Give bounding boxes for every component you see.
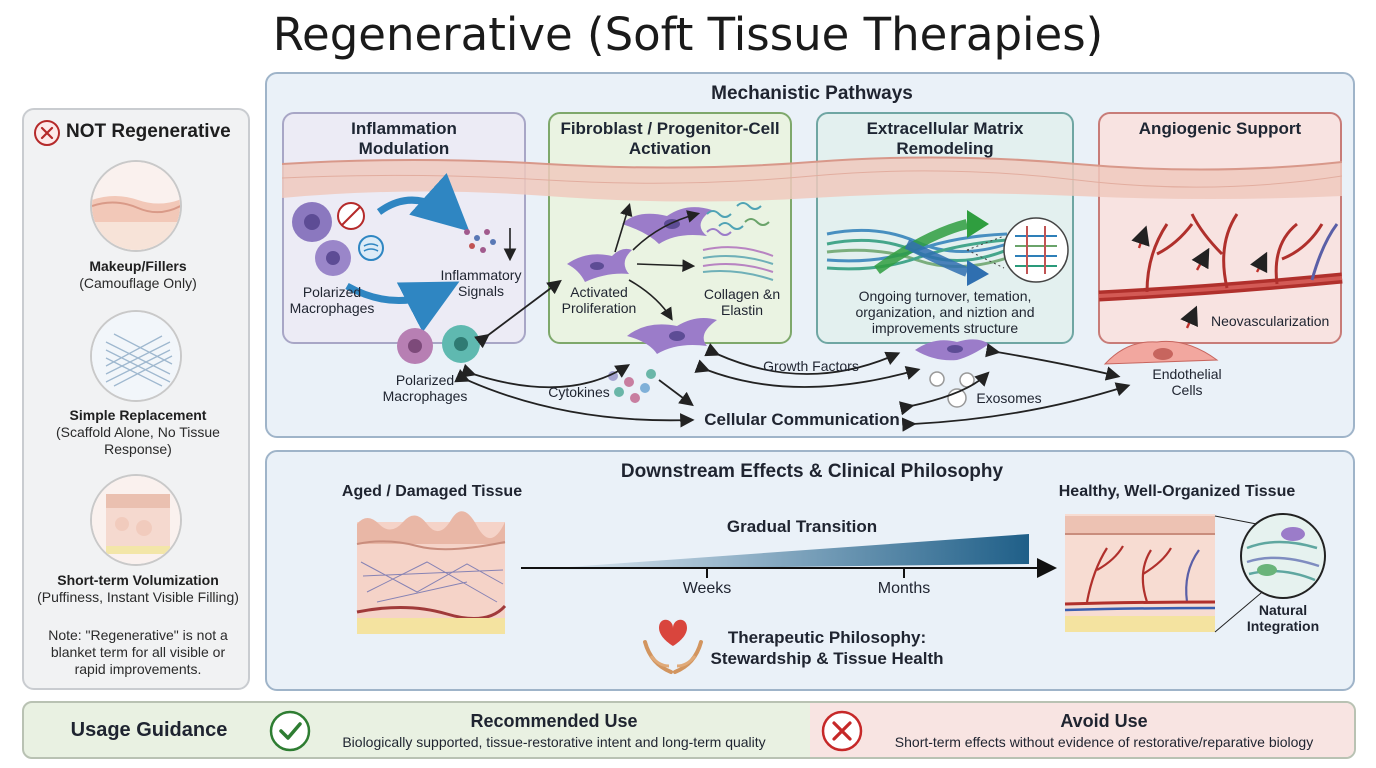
usage-guidance-heading: Usage Guidance [70, 719, 228, 741]
ecm-description-2: organization, and niztion and [855, 304, 1035, 320]
ecm-description-3: improvements structure [871, 320, 1019, 336]
inflammation-title-1: Inflammation [351, 119, 457, 138]
aged-tissue-icon [356, 511, 507, 634]
x-circle-avoid-icon [821, 710, 863, 752]
simple-replacement-title: Simple Replacement [69, 407, 207, 423]
downstream-illustration [356, 511, 1326, 674]
exosomes-label: Exosomes [976, 390, 1042, 406]
growth-factors-label: Growth Factors [763, 358, 859, 374]
aged-tissue-label: Aged / Damaged Tissue [341, 483, 523, 500]
makeup-fillers-title: Makeup/Fillers [89, 258, 187, 274]
natural-integration-label-2: Integration [1246, 618, 1320, 634]
recommended-use-text: Biologically supported, tissue-restorati… [342, 734, 766, 750]
polarized-macrophages-label-2: Macrophages [289, 300, 375, 316]
inflammatory-signal-dots [464, 229, 496, 253]
outer-macrophages-label-2: Macrophages [382, 388, 468, 404]
note-line-2: blanket term for all visible or [50, 644, 226, 660]
simple-replacement-subtitle-2: Response) [104, 441, 172, 457]
ecm-title-1: Extracellular Matrix [866, 119, 1024, 138]
philosophy-line-2: Stewardship & Tissue Health [710, 649, 944, 668]
modulation-icon [358, 235, 384, 261]
ecm-title-2: Remodeling [896, 139, 994, 158]
natural-integration-zoom-icon [1240, 513, 1326, 599]
mechanistic-heading: Mechanistic Pathways [711, 83, 913, 104]
endothelial-cells-label-2: Cells [1171, 382, 1203, 398]
healthy-tissue-icon [1064, 514, 1216, 632]
avoid-use-text: Short-term effects without evidence of r… [894, 734, 1314, 750]
healthy-tissue-label: Healthy, Well-Organized Tissue [1058, 483, 1296, 500]
endothelial-cells-label-1: Endothelial [1152, 366, 1222, 382]
gradual-transition-label: Gradual Transition [726, 517, 878, 536]
heart-hands-icon [643, 619, 703, 674]
collagen-elastin-label-1: Collagen &n [703, 286, 781, 302]
cellular-communication-label: Cellular Communication [704, 410, 900, 429]
activated-proliferation-label-2: Proliferation [561, 300, 637, 316]
simple-replacement-subtitle-1: (Scaffold Alone, No Tissue [56, 424, 220, 440]
angiogenic-title: Angiogenic Support [1138, 119, 1302, 138]
makeup-fillers-subtitle: (Camouflage Only) [79, 275, 197, 291]
page-title: Regenerative (Soft Tissue Therapies) [272, 8, 1104, 61]
downstream-heading: Downstream Effects & Clinical Philosophy [620, 461, 1004, 482]
vessel-branches-icon [1145, 213, 1339, 293]
volumization-illustration [90, 474, 182, 566]
ecm-zoom-icon [1003, 217, 1069, 283]
outer-macrophages-label-1: Polarized [395, 372, 455, 388]
makeup-fillers-illustration [90, 160, 182, 252]
collagen-elastin-label-2: Elastin [720, 302, 764, 318]
short-term-volumization-title: Short-term Volumization [57, 572, 219, 588]
pathway-illustration [292, 173, 1343, 432]
note-line-3: rapid improvements. [74, 661, 202, 677]
inflammation-title-2: Modulation [358, 139, 450, 158]
note-line-1: Note: "Regenerative" is not a [48, 627, 228, 643]
neovascularization-label: Neovascularization [1211, 313, 1330, 329]
not-regenerative-heading: NOT Regenerative [66, 121, 231, 142]
mechanistic-pathways-panel: Mechanistic Pathways Inflammation Modula… [265, 72, 1355, 438]
gradual-transition-wedge [527, 534, 1029, 570]
downstream-effects-panel: Downstream Effects & Clinical Philosophy… [265, 450, 1355, 691]
check-circle-icon [269, 710, 311, 752]
exosome-icons [929, 371, 975, 408]
collagen-fibers-icon [706, 202, 770, 236]
tick-months: Months [877, 580, 931, 597]
fibroblast-title-1: Fibroblast / Progenitor-Cell [560, 119, 780, 138]
recommended-use-title: Recommended Use [470, 711, 638, 731]
polarized-macrophages-label-1: Polarized [302, 284, 362, 300]
inflammatory-signals-label-1: Inflammatory [440, 267, 522, 283]
not-regenerative-panel: NOT Regenerative Makeup/Fillers (Camoufl… [22, 108, 250, 690]
tick-weeks: Weeks [682, 580, 732, 597]
x-circle-icon [34, 120, 60, 146]
inflammatory-signals-label-2: Signals [458, 283, 504, 299]
elastin-fibers-icon [702, 246, 774, 281]
fibroblast-title-2: Activation [628, 139, 712, 158]
philosophy-line-1: Therapeutic Philosophy: [727, 628, 927, 647]
ecm-description-1: Ongoing turnover, temation, [858, 288, 1032, 304]
scaffold-illustration [90, 310, 182, 402]
cytokines-label: Cytokines [548, 384, 610, 400]
avoid-use-title: Avoid Use [1060, 711, 1148, 731]
activated-proliferation-label-1: Activated [570, 284, 628, 300]
natural-integration-label-1: Natural [1258, 602, 1308, 618]
avoid-use-section [810, 703, 1354, 757]
short-term-volumization-subtitle: (Puffiness, Instant Visible Filling) [37, 589, 239, 605]
macrophage-cluster-icon [292, 202, 351, 276]
usage-guidance-bar: Usage Guidance Recommended Use Biologica… [22, 701, 1356, 759]
